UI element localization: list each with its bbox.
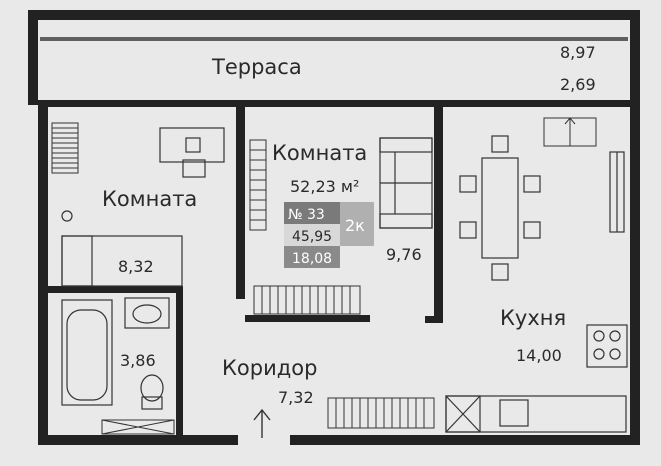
- terrace-wall-top: [28, 10, 640, 20]
- bedroom-left-area: 8,32: [118, 257, 154, 276]
- kitchen-area: 14,00: [516, 346, 562, 365]
- wall-left: [38, 105, 48, 445]
- wall-room1-room2: [236, 107, 245, 299]
- sink: [124, 297, 170, 329]
- corridor-area: 7,32: [278, 388, 314, 407]
- entrance-arrow-icon: [253, 408, 271, 438]
- wall-room2-kitchen: [434, 107, 443, 323]
- wall-room2-corridor: [245, 315, 370, 322]
- apartment-badge: [284, 202, 374, 268]
- wall-bath-right: [176, 286, 183, 436]
- bedroom-left-name: Комната: [102, 187, 197, 211]
- kitchen-name: Кухня: [500, 306, 566, 330]
- terrace-area-total: 8,97: [560, 43, 596, 62]
- kitchen-window: [609, 151, 625, 233]
- badge-other-box: [284, 246, 340, 268]
- wall-kitchen-corridor-stub: [425, 316, 443, 323]
- apartment-living-area: 45,95: [292, 229, 332, 245]
- dining-table: [459, 135, 541, 281]
- apartment-total-area: 52,23 м²: [290, 177, 359, 196]
- apartment-number: № 33: [288, 207, 325, 223]
- wall-right: [630, 100, 640, 445]
- terrace-wall-left: [28, 10, 38, 105]
- radiator-center: [249, 139, 267, 231]
- wardrobe: [253, 285, 361, 315]
- radiator-left: [51, 122, 79, 174]
- terrace-name: Терраса: [211, 55, 302, 79]
- sofa: [379, 137, 433, 229]
- corridor-wardrobe: [327, 397, 435, 429]
- toilet: [140, 374, 164, 410]
- kitchen-radiator: [543, 117, 597, 147]
- badge-number-box: [284, 202, 340, 224]
- room-center-area: 9,76: [386, 245, 422, 264]
- kitchen-counter: [445, 395, 627, 433]
- terrace-area-reduced: 2,69: [560, 75, 596, 94]
- badge-rooms-box: [340, 202, 374, 246]
- bathroom-area: 3,86: [120, 351, 156, 370]
- stove: [586, 324, 628, 368]
- walls: [28, 10, 640, 445]
- wall-bottom-left: [38, 435, 238, 445]
- apartment-other-area: 18,08: [292, 251, 332, 267]
- wall-bottom-right: [290, 435, 640, 445]
- bath-cabinet: [101, 419, 175, 435]
- apartment-rooms-count: 2к: [345, 216, 365, 235]
- bed: [61, 210, 183, 287]
- bathtub: [61, 299, 113, 406]
- terrace-wall-right: [630, 10, 640, 100]
- wall-terrace-bottom: [38, 100, 630, 107]
- terrace-window: [40, 37, 628, 41]
- wall-room1-bath: [48, 286, 178, 293]
- room-center-name: Комната: [272, 141, 367, 165]
- badge-living-box: [284, 224, 340, 246]
- corridor-name: Коридор: [222, 356, 317, 380]
- desk: [159, 127, 225, 178]
